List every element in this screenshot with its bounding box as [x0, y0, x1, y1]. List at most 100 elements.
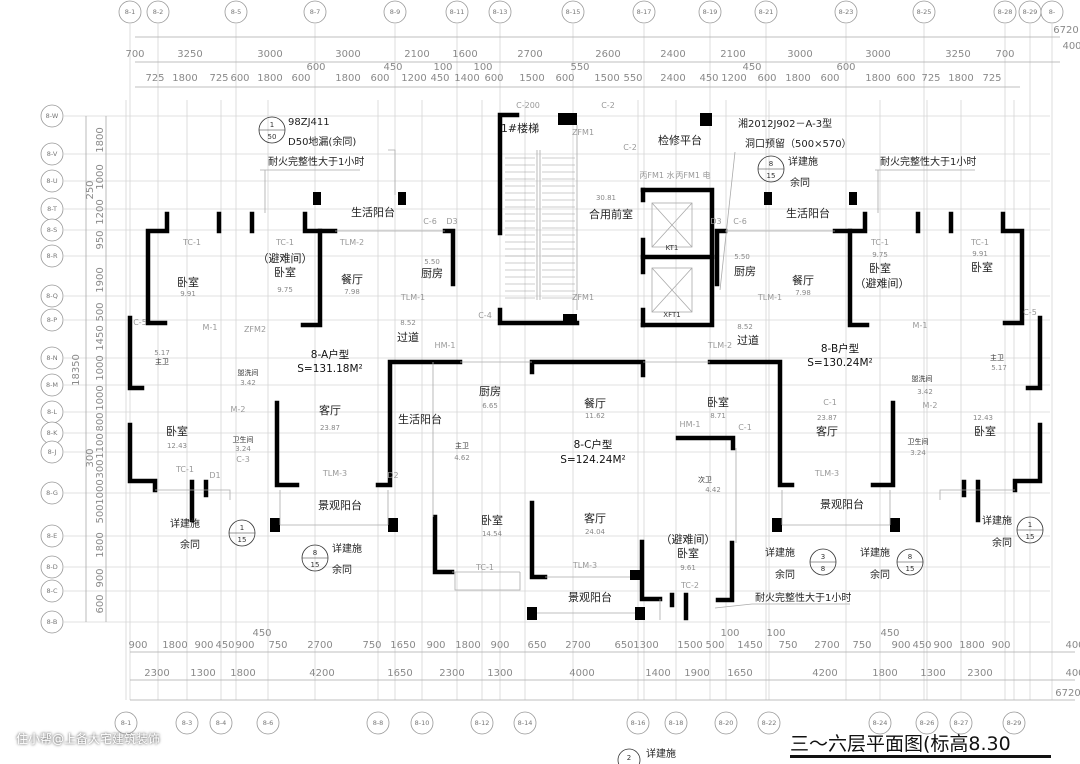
axis-bubble: 8-2	[146, 0, 170, 24]
room-area: 5.50	[734, 253, 750, 261]
opening-note: 洞口预留（500×570）	[745, 137, 852, 150]
dimension-value: 600	[95, 594, 106, 613]
axis-label: 8-16	[631, 719, 646, 727]
room-area: 14.54	[482, 530, 503, 538]
standard-code: 98ZJ411	[288, 117, 330, 128]
dimension-value: 1000	[95, 385, 106, 410]
component-tag: C-2	[601, 101, 615, 110]
unit-a-labels: 卧室 9.91 （避难间） 卧室 9.75 餐厅 7.98 5.50 厨房 8.…	[154, 205, 443, 512]
dimension-value: 400	[1065, 668, 1080, 679]
dimension-value: 1200	[721, 73, 746, 84]
dimension-value: 900	[95, 568, 106, 587]
dimension-value: 3000	[335, 49, 360, 60]
component-tag: TLM-3	[814, 469, 839, 478]
detail-ref-bottom: 2 详建施	[617, 747, 676, 764]
axis-bubble: 8-G	[40, 481, 64, 505]
component-tag: C-5	[133, 318, 147, 327]
dimension-value: 400	[1065, 640, 1080, 651]
dimension-total: 18350	[71, 354, 82, 386]
room-area: 3.42	[240, 379, 256, 387]
detail-ref-sheet: 8	[821, 565, 825, 573]
room-area: 3.24	[235, 445, 251, 453]
axis-bubble: 8-24	[868, 711, 892, 735]
dimension-value: 450	[430, 73, 449, 84]
axis-bubble: 8-27	[949, 711, 973, 735]
room-area: 12.43	[167, 442, 187, 450]
detail-ref-num: 1	[1028, 521, 1032, 529]
axis-label: 8-13	[493, 8, 508, 16]
room-area: 5.50	[424, 258, 440, 266]
axis-bubble: 8-R	[40, 244, 64, 268]
axis-label: 8-E	[47, 532, 58, 540]
dimension-value: 450	[215, 640, 234, 651]
dimension-value: 1000	[95, 355, 106, 380]
room-area: 23.87	[817, 414, 837, 422]
dimension-value: 1300	[487, 668, 512, 679]
room-name: 餐厅	[341, 272, 363, 286]
elevator-xft1	[651, 267, 693, 313]
axis-label: 8-15	[566, 8, 581, 16]
dimension-value: 1900	[684, 668, 709, 679]
dimension-value: 2100	[404, 49, 429, 60]
standard-code: 湘2012J902－A-3型	[738, 117, 832, 130]
component-tag: ZFM2	[244, 325, 266, 334]
room-area: 4.62	[454, 454, 470, 462]
axis-label: 8-	[1049, 8, 1056, 16]
room-name: 客厅	[319, 403, 341, 417]
dimension-value: 450	[912, 640, 931, 651]
room-area: 9.75	[872, 251, 888, 259]
axis-bubble: 8-V	[40, 142, 64, 166]
axis-label: 8-V	[47, 150, 58, 158]
axis-label: 8-K	[47, 429, 58, 437]
fire-rating-note: 耐火完整性大于1小时	[268, 155, 364, 168]
axis-label: 8-U	[46, 177, 57, 185]
room-area: 23.87	[320, 424, 340, 432]
axis-label: 8-2	[153, 8, 164, 16]
detail-ref-b-window: 详建施 余同 1 15	[982, 514, 1044, 549]
component-tag: TC-1	[175, 465, 194, 474]
axis-bubble: 8-17	[632, 0, 656, 24]
dimension-value: 800	[95, 412, 106, 431]
dimension-value: 1200	[401, 73, 426, 84]
dimension-total: 6720	[1053, 25, 1078, 36]
dimension-value: 1400	[454, 73, 479, 84]
axis-bubble: 8-6	[256, 711, 280, 735]
axis-label: 8-19	[703, 8, 718, 16]
dimension-value: 600	[291, 73, 310, 84]
dimension-value: 550	[623, 73, 642, 84]
dimension-value: 2100	[720, 49, 745, 60]
axis-bubble: 8-19	[698, 0, 722, 24]
room-area: 9.61	[680, 564, 696, 572]
dimension-value: 1800	[785, 73, 810, 84]
axis-label: 8-Q	[46, 292, 58, 300]
component-tag: C-1	[823, 398, 837, 407]
room-name: 检修平台	[658, 133, 702, 147]
component-tag: D3	[710, 217, 721, 226]
dimension-value: 3250	[177, 49, 202, 60]
axis-label: 8-1	[121, 719, 132, 727]
annotations: 1 50 98ZJ411 D50地漏(余同) 耐火完整性大于1小时 湘2012J…	[170, 116, 1044, 764]
axis-bubble: 8-16	[626, 711, 650, 735]
unit-type: 8-C户型	[574, 438, 613, 451]
dimension-value: 600	[757, 73, 776, 84]
dimension-value: 1800	[948, 73, 973, 84]
dimension-value: 950	[95, 230, 106, 249]
dimension-value: 3000	[257, 49, 282, 60]
axis-label: 8-22	[762, 719, 777, 727]
component-tag: C-3	[236, 455, 250, 464]
detail-ref-b-balcony-1: 详建施 余同 3 8	[765, 546, 837, 581]
dimension-value: 2600	[595, 49, 620, 60]
dimension-value: 500	[95, 302, 106, 321]
dimension-value: 600	[896, 73, 915, 84]
room-area: 8.71	[710, 412, 726, 420]
dimension-value: 450	[252, 628, 271, 639]
axis-label: 8-G	[46, 489, 58, 497]
axis-bubble: 8-C	[40, 579, 64, 603]
room-name: 卧室	[971, 260, 993, 274]
axis-label: 8-L	[47, 408, 57, 416]
dimension-value: 900	[490, 640, 509, 651]
axis-bubble: 8-S	[40, 218, 64, 242]
unit-type: 8-B户型	[821, 342, 859, 355]
